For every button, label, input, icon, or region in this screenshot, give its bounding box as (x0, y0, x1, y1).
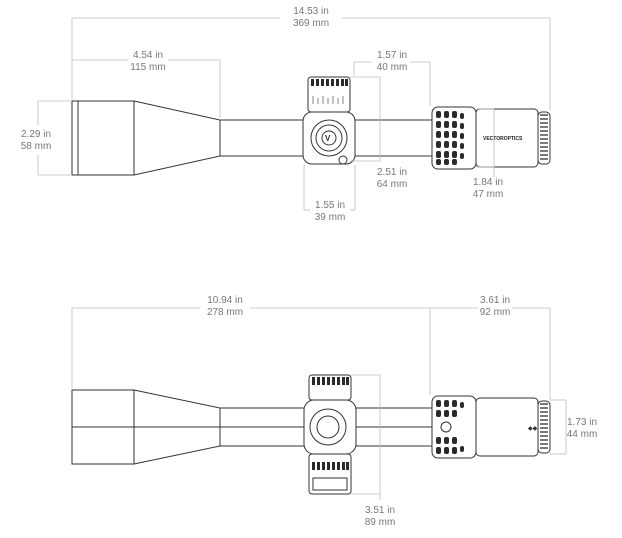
diopter-ring (537, 111, 551, 165)
elevation-turret-knurling (311, 79, 348, 86)
objective-taper (133, 100, 221, 176)
ocular-length-mm: 92 mm (480, 307, 511, 318)
front-length-in: 10.94 in (207, 295, 243, 306)
objective-diameter-mm: 58 mm (21, 141, 52, 152)
objective-bell (71, 100, 135, 176)
objective-diameter-in: 2.29 in (21, 129, 51, 140)
side-windage-knurling (312, 462, 349, 470)
turret-width-in: 1.55 in (315, 200, 345, 211)
side-power-ring-knurling (436, 400, 464, 454)
top-view-dimensions (37, 17, 551, 211)
overall-length-in: 14.53 in (293, 6, 329, 17)
side-elevation-knurling (312, 377, 349, 385)
brand-text: VECTOROPTICS (483, 136, 523, 142)
objective-length-in: 4.54 in (133, 50, 163, 61)
side-focus-dial (309, 408, 347, 446)
side-diopter-ring (537, 400, 551, 454)
main-tube-rear (354, 119, 433, 157)
power-ring-knurling (436, 111, 464, 165)
side-view-dimensions (71, 307, 567, 500)
vo-logo: V (325, 134, 331, 143)
ocular-length-in: 3.61 in (480, 295, 510, 306)
eyepiece-diameter-mm: 47 mm (473, 189, 504, 200)
side-turret-indicator (312, 477, 348, 491)
eyepiece-diameter-in: 1.84 in (473, 177, 503, 188)
turret-height-mm: 64 mm (377, 179, 408, 190)
turret-to-ocular-mm: 40 mm (377, 62, 408, 73)
objective-length-mm: 115 mm (130, 62, 165, 73)
overall-length-mm: 369 mm (293, 18, 329, 29)
turret-width-mm: 39 mm (315, 212, 346, 223)
turret-span-mm: 89 mm (365, 517, 396, 528)
eyepiece-height-mm: 44 mm (567, 429, 598, 440)
side-view-scope: ◆◆ (71, 374, 551, 495)
side-power-lever (440, 421, 452, 433)
front-length-mm: 278 mm (207, 307, 243, 318)
turret-span-in: 3.51 in (365, 505, 395, 516)
side-diopter-marks: ◆◆ (528, 426, 538, 432)
turret-height-in: 2.51 in (377, 167, 407, 178)
side-focus-knob (338, 155, 348, 165)
main-tube-front (219, 119, 307, 157)
top-view-scope: V VECTOROPTICS (71, 76, 551, 176)
turret-to-ocular-in: 1.57 in (377, 50, 407, 61)
eyepiece-height-in: 1.73 in (567, 417, 597, 428)
